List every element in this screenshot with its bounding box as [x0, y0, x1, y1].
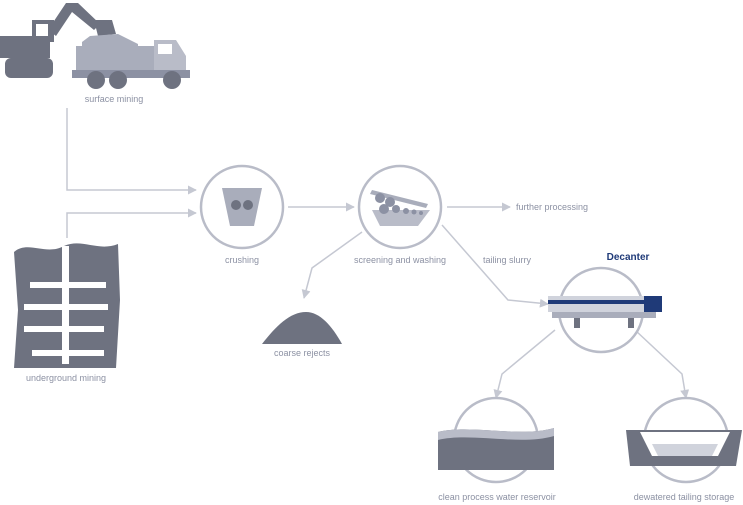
coarse-rejects-pile-icon [262, 312, 342, 344]
surface-mining-label: surface mining [84, 94, 144, 104]
clean-water-label: clean process water reservoir [438, 492, 556, 502]
underground-mining-label: underground mining [25, 373, 107, 383]
line-screening-to-decanter [441, 224, 549, 308]
dump-truck-icon [72, 34, 190, 89]
screening-icon [370, 190, 430, 226]
line-decanter-to-water [493, 329, 556, 399]
water-reservoir-icon [438, 428, 554, 470]
decanter-icon [548, 296, 662, 328]
decanter-title: Decanter [606, 252, 650, 263]
screening-circle [357, 164, 443, 250]
line-screening-to-rejects [301, 231, 363, 299]
line-underground-to-crushing [66, 208, 197, 238]
crusher-icon [222, 188, 262, 226]
flow-lines [66, 108, 690, 399]
screening-label: screening and washing [353, 255, 447, 265]
line-surface-to-crushing [66, 108, 197, 195]
further-processing-label: further processing [516, 202, 589, 212]
underground-mine-icon [14, 243, 120, 368]
line-decanter-to-dewatered [634, 329, 690, 399]
coarse-rejects-label: coarse rejects [273, 348, 331, 358]
tailing-storage-icon [626, 430, 742, 466]
crushing-label: crushing [224, 255, 260, 265]
tailing-slurry-label: tailing slurry [482, 255, 532, 265]
dewatered-tailing-label: dewatered tailing storage [633, 492, 735, 502]
excavator-icon [0, 3, 116, 78]
